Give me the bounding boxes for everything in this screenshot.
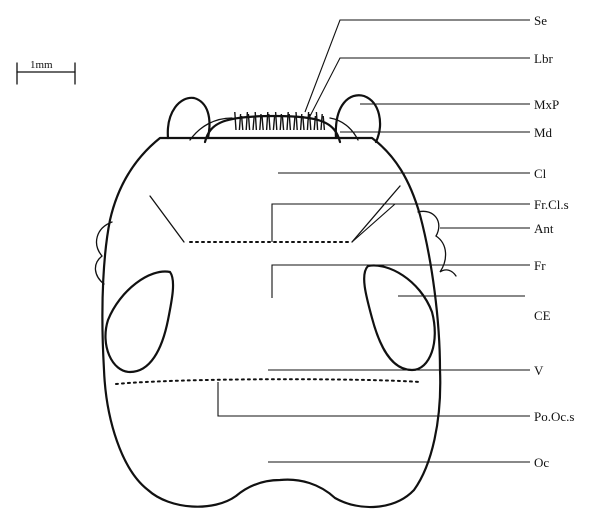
seta bbox=[287, 112, 288, 130]
postoccipital-suture bbox=[116, 379, 420, 384]
label-fr: Fr bbox=[534, 258, 546, 273]
label-oc: Oc bbox=[534, 455, 549, 470]
seta bbox=[262, 116, 263, 130]
left-maxillary-palp bbox=[168, 98, 210, 138]
right-antenna bbox=[418, 211, 456, 276]
clypeus-right-edge bbox=[352, 186, 400, 242]
seta bbox=[282, 116, 283, 130]
right-maxillary-palp bbox=[336, 95, 380, 142]
left-compound-eye bbox=[105, 272, 173, 372]
seta bbox=[239, 114, 240, 130]
right-compound-eye bbox=[364, 265, 435, 370]
seta bbox=[316, 112, 317, 130]
leader-lines bbox=[218, 20, 530, 462]
label-ant: Ant bbox=[534, 221, 554, 236]
seta bbox=[235, 112, 236, 130]
label-po-oc-s: Po.Oc.s bbox=[534, 409, 574, 424]
label-fr-cl-s: Fr.Cl.s bbox=[534, 197, 569, 212]
seta bbox=[294, 116, 295, 130]
label-mxp: MxP bbox=[534, 97, 559, 112]
label-v: V bbox=[534, 363, 544, 378]
seta bbox=[323, 116, 324, 130]
seta bbox=[255, 112, 256, 130]
label-ce: CE bbox=[534, 308, 551, 323]
seta bbox=[276, 112, 277, 130]
seta bbox=[321, 114, 322, 130]
label-lbr: Lbr bbox=[534, 51, 553, 66]
scale-bar-label: 1mm bbox=[30, 59, 53, 71]
clypeus-left-edge bbox=[150, 196, 184, 242]
seta bbox=[253, 116, 254, 130]
seta bbox=[246, 112, 247, 130]
seta bbox=[273, 116, 274, 130]
seta bbox=[296, 112, 297, 130]
scale-bar: 1mm bbox=[17, 59, 75, 84]
label-se: Se bbox=[534, 13, 547, 28]
seta bbox=[267, 112, 268, 130]
label-md: Md bbox=[534, 125, 553, 140]
label-cl: Cl bbox=[534, 166, 547, 181]
seta bbox=[307, 112, 308, 130]
head-capsule-outline bbox=[102, 138, 440, 507]
